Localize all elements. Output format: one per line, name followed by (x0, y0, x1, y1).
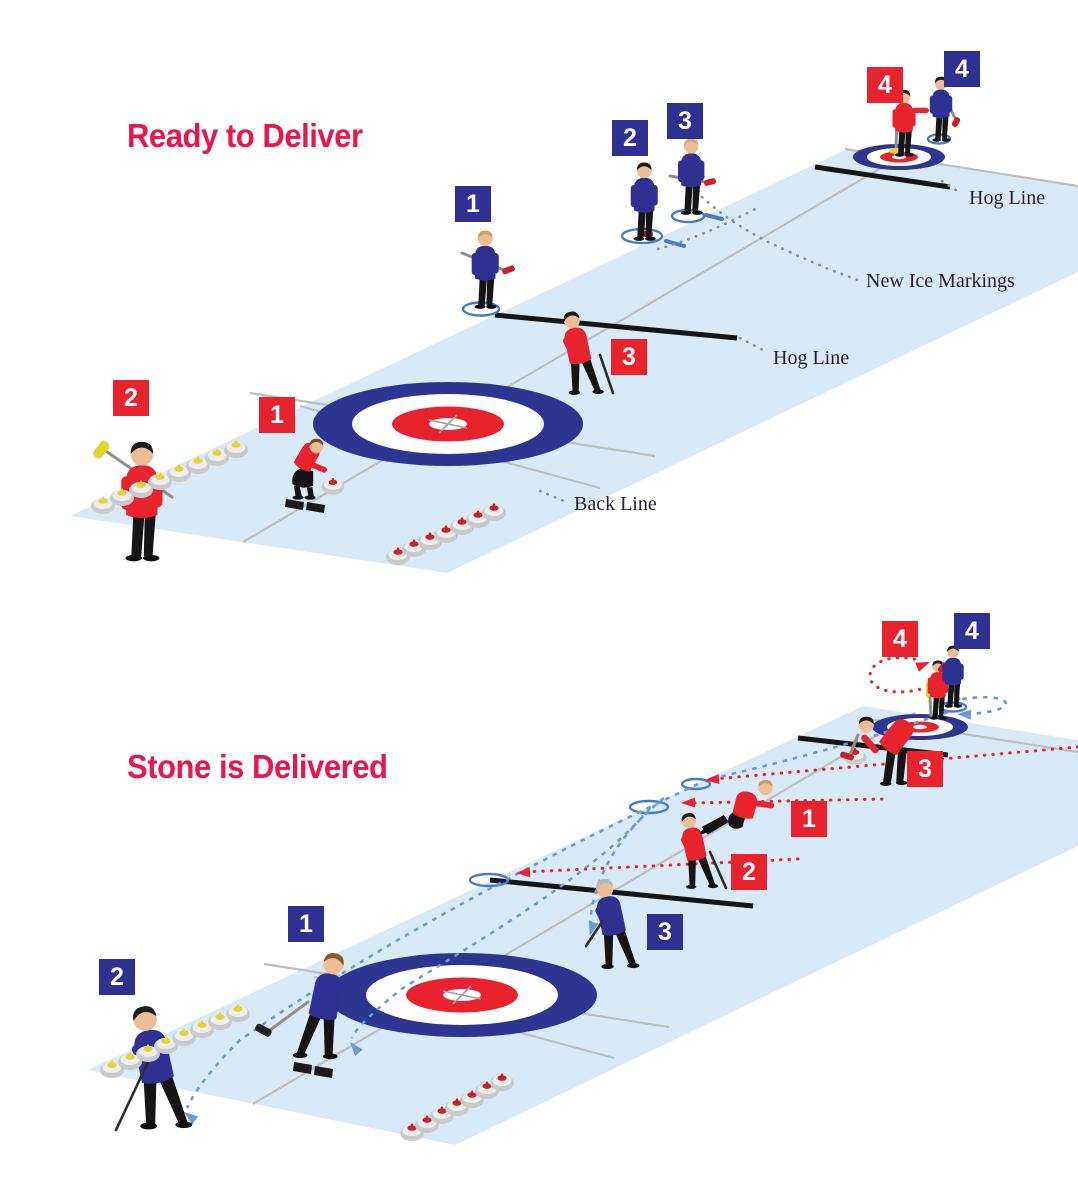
near-hog-line (489, 877, 754, 909)
position-badge-red-3: 3 (907, 751, 943, 787)
player-blue-3 (668, 138, 717, 215)
player-red-3 (556, 309, 615, 395)
scene-ready (70, 76, 1078, 573)
position-badge-red-4: 4 (867, 67, 903, 103)
position-badge-blue-3: 3 (647, 914, 683, 950)
label-hog-line-far: Hog Line (969, 187, 1046, 209)
position-badge-blue-2: 2 (99, 959, 135, 995)
player-blue-1 (460, 230, 515, 309)
scene-title-delivered: Stone is Delivered (127, 748, 388, 785)
label-back-line: Back Line (574, 493, 657, 515)
hack (285, 499, 325, 513)
position-badge-red-2: 2 (113, 380, 149, 416)
position-badge-blue-4: 4 (944, 51, 980, 87)
hack (293, 1062, 333, 1078)
label-hog-line-near: Hog Line (773, 347, 850, 369)
player-blue-2 (114, 1003, 193, 1132)
position-badge-red-1: 1 (791, 801, 827, 837)
scene-delivered (88, 645, 1078, 1145)
player-red-2 (675, 811, 728, 890)
position-badge-blue-1: 1 (288, 906, 324, 942)
position-badge-blue-1: 1 (455, 186, 491, 222)
position-badge-blue-4: 4 (954, 613, 990, 649)
marking-path-curve (656, 207, 757, 251)
leader-hog-near (738, 336, 767, 353)
player-blue-3 (584, 876, 640, 970)
position-badge-blue-3: 3 (667, 103, 703, 139)
position-badge-blue-2: 2 (612, 120, 648, 156)
position-badge-red-4: 4 (882, 621, 918, 657)
near-hog-line (494, 312, 738, 341)
centre-line (252, 712, 916, 1105)
blue-team-paths (180, 695, 1008, 1125)
leader-new-ice-markings (788, 250, 860, 282)
player-blue-2 (630, 162, 658, 241)
position-badge-red-2: 2 (731, 854, 767, 890)
far-hog-line (814, 164, 951, 190)
player-blue-4-skip (929, 76, 961, 142)
red-team-paths (515, 656, 1078, 878)
label-new-ice-markings: New Ice Markings (866, 270, 1015, 292)
position-badge-red-1: 1 (259, 397, 295, 433)
far-house (853, 144, 945, 170)
scene-title-ready: Ready to Deliver (127, 117, 363, 154)
near-house (313, 382, 583, 466)
position-badge-red-3: 3 (611, 339, 647, 375)
player-red-3-sweeper (840, 715, 918, 786)
player-blue-1 (255, 950, 353, 1060)
ice-sheet (88, 706, 1078, 1145)
player-red-4-skip (889, 90, 929, 157)
player-red-4-skip (926, 660, 949, 720)
near-house (327, 953, 597, 1037)
player-blue-4-skip (937, 645, 964, 708)
